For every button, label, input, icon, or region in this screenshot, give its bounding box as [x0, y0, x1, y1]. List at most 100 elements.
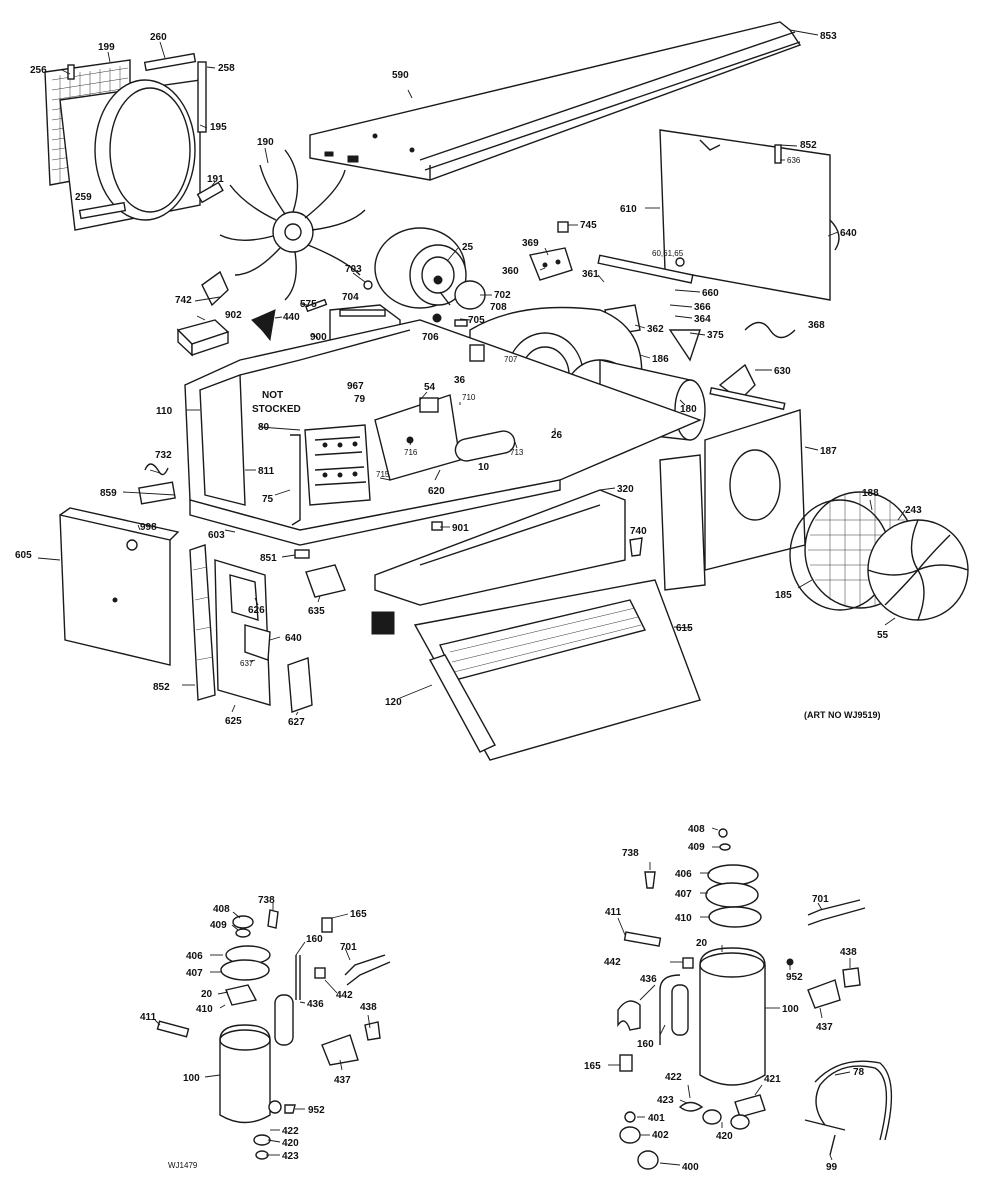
side-panel-625 — [214, 559, 271, 706]
label-25: 25 — [462, 242, 474, 253]
clip-706 — [454, 319, 468, 327]
filter-panel-615 — [413, 579, 701, 761]
label-10: 10 — [478, 462, 490, 473]
label-75: 75 — [262, 494, 274, 505]
label-706: 706 — [422, 332, 439, 343]
label-left-160: 160 — [306, 934, 323, 945]
label-188: 188 — [862, 488, 879, 499]
label-610: 610 — [620, 204, 637, 215]
block-902 — [176, 319, 230, 357]
label-left-442: 442 — [336, 990, 353, 1001]
label-368: 368 — [808, 320, 825, 331]
label-362: 362 — [647, 324, 664, 335]
label-852-mid: 852 — [153, 682, 170, 693]
washer-704 — [363, 280, 373, 290]
label-right-99: 99 — [826, 1162, 838, 1173]
label-187: 187 — [820, 446, 837, 457]
label-707: 707 — [504, 355, 518, 364]
label-243: 243 — [905, 505, 922, 516]
label-right-160: 160 — [637, 1039, 654, 1050]
front-grille-199 — [44, 52, 207, 231]
label-900: 900 — [310, 332, 327, 343]
label-902: 902 — [225, 310, 242, 321]
label-852-top: 852 — [800, 140, 817, 151]
filter-120 — [428, 654, 496, 753]
spring-732 — [144, 463, 169, 476]
switch-54 — [419, 397, 439, 413]
label-615: 615 — [676, 623, 693, 634]
label-630: 630 — [774, 366, 791, 377]
label-195: 195 — [210, 122, 227, 133]
label-626: 626 — [248, 605, 265, 616]
label-right-422: 422 — [665, 1072, 682, 1083]
label-left-423: 423 — [282, 1151, 299, 1162]
leader-lines — [37, 29, 906, 1166]
label-742: 742 — [175, 295, 192, 306]
label-256: 256 — [30, 65, 47, 76]
label-705: 705 — [468, 315, 485, 326]
label-right-438: 438 — [840, 947, 857, 958]
label-710: 710 — [462, 393, 476, 402]
part-36 — [469, 344, 485, 362]
clip-901 — [431, 521, 443, 531]
label-not-stocked-1: NOT — [262, 390, 283, 401]
label-right-411: 411 — [605, 907, 622, 918]
label-703: 703 — [345, 264, 362, 275]
label-left-408: 408 — [213, 904, 230, 915]
label-603: 603 — [208, 530, 225, 541]
compressor-assembly-left — [156, 909, 391, 1160]
compressor-assembly-right — [617, 828, 893, 1170]
label-740: 740 — [630, 526, 647, 537]
label-right-952: 952 — [786, 972, 803, 983]
label-259: 259 — [75, 192, 92, 203]
label-967: 967 — [347, 381, 364, 392]
label-right-20: 20 — [696, 938, 708, 949]
label-605: 605 — [15, 550, 32, 561]
label-853: 853 — [820, 31, 837, 42]
block-859 — [138, 481, 176, 505]
label-55: 55 — [877, 630, 889, 641]
label-80: 80 — [258, 422, 270, 433]
label-361: 361 — [582, 269, 599, 280]
seal-strip-852 — [189, 544, 216, 701]
top-cover-panel-590 — [309, 21, 802, 181]
label-left-406: 406 — [186, 951, 203, 962]
label-708: 708 — [490, 302, 507, 313]
label-right-423: 423 — [657, 1095, 674, 1106]
label-right-78: 78 — [853, 1067, 865, 1078]
label-54: 54 — [424, 382, 436, 393]
label-right-400: 400 — [682, 1162, 699, 1173]
bracket-635 — [305, 564, 346, 598]
label-186: 186 — [652, 354, 669, 365]
label-right-402: 402 — [652, 1130, 669, 1141]
label-745: 745 — [580, 220, 597, 231]
label-79: 79 — [354, 394, 366, 405]
bracket-375 — [668, 329, 701, 362]
label-320: 320 — [617, 484, 634, 495]
label-716: 716 — [404, 448, 418, 457]
label-left-438: 438 — [360, 1002, 377, 1013]
label-704: 704 — [342, 292, 359, 303]
label-590: 590 — [392, 70, 409, 81]
label-left-411: 411 — [140, 1012, 157, 1023]
label-36: 36 — [454, 375, 466, 386]
shaft-sleeve-191 — [196, 181, 224, 204]
label-190: 190 — [257, 137, 274, 148]
label-left-409: 409 — [210, 920, 227, 931]
label-right-410: 410 — [675, 913, 692, 924]
label-637: 637 — [240, 659, 254, 668]
label-left-422: 422 — [282, 1126, 299, 1137]
label-left-420: 420 — [282, 1138, 299, 1149]
screw-740 — [629, 537, 643, 557]
label-901: 901 — [452, 523, 469, 534]
arrow-440 — [251, 309, 276, 342]
side-panel-610 — [659, 129, 840, 301]
label-369: 369 — [522, 238, 539, 249]
label-364: 364 — [694, 314, 711, 325]
label-185: 185 — [775, 590, 792, 601]
label-375: 375 — [707, 330, 724, 341]
label-right-408: 408 — [688, 824, 705, 835]
rail-under-630 — [709, 386, 786, 411]
drawing-code: WJ1479 — [168, 1161, 198, 1170]
label-627: 627 — [288, 717, 305, 728]
